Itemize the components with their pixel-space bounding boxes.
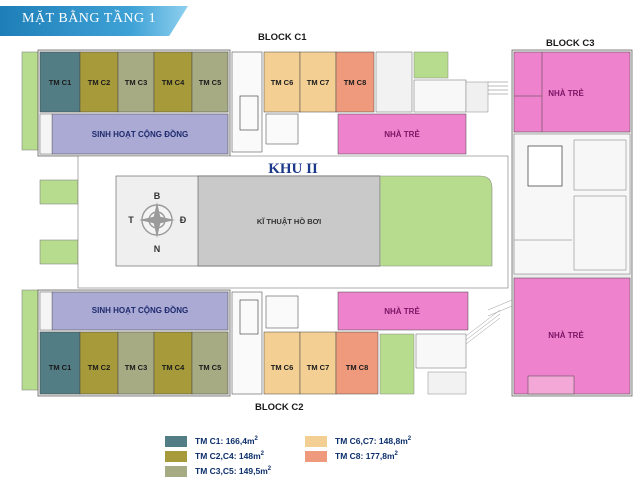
- room-tm-c4-bottom: [153, 331, 193, 395]
- legend-swatch-c6c7: [305, 435, 327, 447]
- legend-swatch-c2c4: [165, 450, 187, 462]
- block-c2: [37, 289, 501, 397]
- label-community-top: SINH HOẠT CỘNG ĐỒNG: [92, 129, 188, 139]
- block-c3-label: BLOCK C3: [546, 38, 595, 49]
- label-tm-c1-bottom: TM C1: [49, 363, 72, 372]
- label-tm-c4-top: TM C4: [162, 78, 185, 87]
- green-top-right: [413, 51, 449, 79]
- legend-item-c8: TM C8: 177,8m2: [305, 450, 398, 462]
- green-bottom-right: [379, 333, 415, 395]
- nursery-c1: [337, 113, 467, 155]
- label-tm-c4-bottom: TM C4: [162, 363, 185, 372]
- stair-core-bottom: [231, 291, 263, 395]
- legend-label-c1: TM C1: 166,4m: [195, 436, 255, 446]
- room-tm-c8-bottom: [335, 331, 379, 395]
- green-square-left-top: [39, 179, 79, 205]
- legend-item-c6c7: TM C6,C7: 148,8m2: [305, 435, 411, 447]
- label-tm-c6-bottom: TM C6: [271, 363, 294, 372]
- legend-item-c2c4: TM C2,C4: 148m2: [165, 450, 264, 462]
- stair-core-c3: [527, 145, 563, 187]
- legend-label-c8: TM C8: 177,8m: [335, 451, 395, 461]
- room-tm-c2-bottom: [79, 331, 119, 395]
- label-tm-c8-bottom: TM C8: [346, 363, 369, 372]
- title-banner: [0, 6, 188, 36]
- label-tm-c8-top: TM C8: [344, 78, 367, 87]
- label-tm-c5-bottom: TM C5: [199, 363, 222, 372]
- room-tm-c4-top: [153, 51, 193, 113]
- legend-swatch-c1: [165, 435, 187, 447]
- zone-label: KHU II: [268, 161, 318, 177]
- community-room-top: [51, 113, 229, 155]
- pool-tech-room: [197, 175, 381, 267]
- label-nursery-c3-top: NHÀ TRẺ: [548, 89, 584, 98]
- label-nursery-c2: NHÀ TRẺ: [384, 307, 420, 316]
- room-tm-c6-bottom: [263, 331, 301, 395]
- label-tm-c1-top: TM C1: [49, 78, 72, 87]
- room-tm-c7-top: [299, 51, 337, 113]
- block-c3: [487, 49, 633, 397]
- block-c2-label: BLOCK C2: [255, 402, 304, 413]
- room-tm-c3-top: [117, 51, 155, 113]
- central-courtyard: [77, 155, 509, 289]
- compass-north: B: [154, 191, 161, 201]
- legend-item-c1: TM C1: 166,4m2: [165, 435, 258, 447]
- label-tm-c2-bottom: TM C2: [88, 363, 111, 372]
- label-tm-c3-bottom: TM C3: [125, 363, 148, 372]
- legend-label-c6c7: TM C6,C7: 148,8m: [335, 436, 408, 446]
- compass-south: N: [154, 244, 161, 254]
- label-community-bottom: SINH HOẠT CỘNG ĐỒNG: [92, 305, 188, 315]
- room-tm-c5-bottom: [191, 331, 229, 395]
- label-tm-c6-top: TM C6: [271, 78, 294, 87]
- room-tm-c5-top: [191, 51, 229, 113]
- legend-label-c2c4: TM C2,C4: 148m: [195, 451, 261, 461]
- label-tm-c3-top: TM C3: [125, 78, 148, 87]
- green-lawn-center: [379, 175, 493, 267]
- compass-icon: [139, 202, 175, 238]
- label-tm-c5-top: TM C5: [199, 78, 222, 87]
- compass-east: Đ: [180, 215, 187, 225]
- legend-item-c3c5: TM C3,C5: 149,5m2: [165, 465, 271, 477]
- nursery-c3-top: [513, 51, 631, 133]
- label-tm-c7-bottom: TM C7: [307, 363, 330, 372]
- green-square-left-bottom: [39, 239, 79, 265]
- room-tm-c6-top: [263, 51, 301, 113]
- area-legend: TM C1: 166,4m2 TM C2,C4: 148m2 TM C3,C5:…: [165, 433, 465, 477]
- block-c1-label: BLOCK C1: [258, 32, 307, 43]
- label-pool-tech: KĨ THUẬT HỒ BƠI: [257, 216, 321, 226]
- nursery-c2: [337, 291, 469, 331]
- green-strip-left: [21, 51, 39, 151]
- label-nursery-c3-bottom: NHÀ TRẺ: [548, 331, 584, 340]
- nursery-c3-bottom: [513, 277, 631, 395]
- room-tm-c8-top: [335, 51, 375, 113]
- block-c1: [37, 49, 508, 157]
- label-tm-c7-top: TM C7: [307, 78, 330, 87]
- legend-swatch-c8: [305, 450, 327, 462]
- community-room-bottom: [51, 291, 229, 331]
- compass-west: T: [128, 215, 134, 225]
- legend-label-c3c5: TM C3,C5: 149,5m: [195, 466, 268, 476]
- green-strip-left-bottom: [21, 289, 39, 391]
- room-tm-c3-bottom: [117, 331, 155, 395]
- label-nursery-c1: NHÀ TRẺ: [384, 130, 420, 139]
- room-tm-c2-top: [79, 51, 119, 113]
- label-tm-c2-top: TM C2: [88, 78, 111, 87]
- page-title: MẶT BẰNG TẦNG 1: [22, 11, 157, 26]
- stair-core-top: [231, 51, 263, 153]
- room-tm-c1-bottom: [39, 331, 81, 395]
- legend-swatch-c3c5: [165, 465, 187, 477]
